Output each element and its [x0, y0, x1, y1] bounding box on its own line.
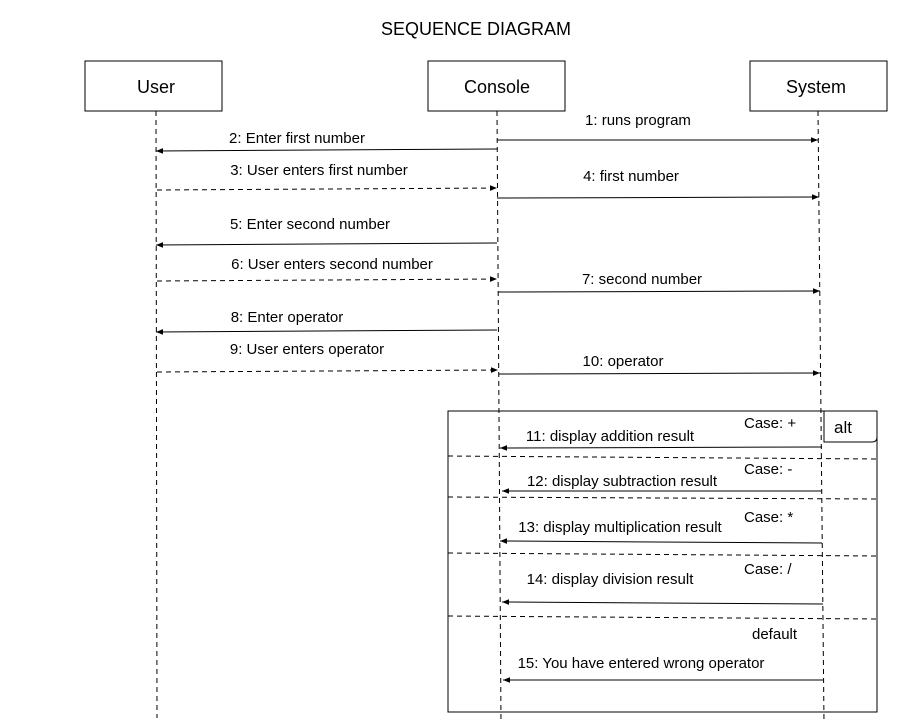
alt-separator: [447, 455, 878, 460]
participant-console: Console: [427, 60, 566, 112]
message-arrow: [499, 538, 823, 544]
message-arrow: [156, 185, 498, 191]
message-8: 8: Enter operator: [155, 309, 498, 335]
diagram-title: SEQUENCE DIAGRAM: [381, 19, 571, 39]
alt-guard-case-plus: Case: +: [744, 415, 796, 432]
message-4: 4: first number: [496, 168, 820, 200]
lifeline-system: [817, 110, 825, 723]
message-arrow: [498, 370, 821, 376]
message-label: 5: Enter second number: [230, 216, 390, 233]
message-11: 11: display addition result: [499, 428, 823, 451]
message-14: 14: display division result: [501, 571, 824, 605]
message-7: 7: second number: [497, 271, 821, 294]
message-6: 6: User enters second number: [156, 256, 498, 282]
message-15: 15: You have entered wrong operator: [503, 655, 823, 683]
alt-fragment: alt Case: + Case: - Case: * Case: / defa…: [447, 410, 878, 713]
message-arrow: [155, 329, 498, 335]
message-arrow: [499, 445, 823, 451]
message-label: 3: User enters first number: [230, 162, 408, 179]
message-label: 4: first number: [583, 168, 679, 185]
message-label: 6: User enters second number: [231, 256, 433, 273]
message-label: 15: You have entered wrong operator: [518, 655, 765, 672]
message-2: 2: Enter first number: [155, 130, 498, 154]
message-5: 5: Enter second number: [155, 216, 498, 248]
alt-guard-default: default: [752, 626, 798, 643]
participant-system: System: [749, 60, 888, 112]
message-arrow: [501, 599, 824, 605]
message-13: 13: display multiplication result: [499, 519, 823, 544]
participant-system-label: System: [786, 77, 846, 97]
message-12: 12: display subtraction result: [502, 473, 822, 494]
alt-operator-label: alt: [834, 418, 852, 437]
participant-user-label: User: [137, 77, 175, 97]
lifeline-user: [155, 110, 158, 719]
alt-separator: [447, 552, 878, 557]
message-arrow: [497, 288, 821, 294]
alt-operator-tag: [823, 410, 878, 443]
message-label: 7: second number: [582, 271, 702, 288]
message-label: 1: runs program: [585, 112, 691, 129]
alt-fragment-frame: [447, 410, 878, 713]
message-label: 12: display subtraction result: [527, 473, 718, 490]
message-label: 11: display addition result: [526, 428, 695, 445]
alt-separator: [447, 615, 878, 620]
message-1: 1: runs program: [497, 112, 818, 143]
lifeline-console: [496, 110, 502, 723]
message-label: 10: operator: [583, 353, 664, 370]
message-label: 13: display multiplication result: [518, 519, 722, 536]
message-label: 14: display division result: [527, 571, 695, 588]
message-arrow: [496, 194, 820, 200]
alt-separator: [447, 496, 878, 500]
participant-user: User: [84, 60, 223, 112]
alt-guard-case-multiply: Case: *: [744, 509, 793, 526]
message-label: 9: User enters operator: [230, 341, 384, 358]
alt-guard-case-divide: Case: /: [744, 561, 792, 578]
message-arrow: [156, 367, 499, 373]
message-label: 8: Enter operator: [231, 309, 344, 326]
message-arrow: [155, 242, 498, 248]
participant-console-label: Console: [464, 77, 530, 97]
message-arrow: [155, 148, 498, 154]
message-arrow: [156, 276, 498, 282]
message-9: 9: User enters operator: [156, 341, 499, 373]
message-3: 3: User enters first number: [156, 162, 498, 191]
message-label: 2: Enter first number: [229, 130, 365, 147]
message-10: 10: operator: [498, 353, 821, 376]
alt-guard-case-minus: Case: -: [744, 461, 792, 478]
